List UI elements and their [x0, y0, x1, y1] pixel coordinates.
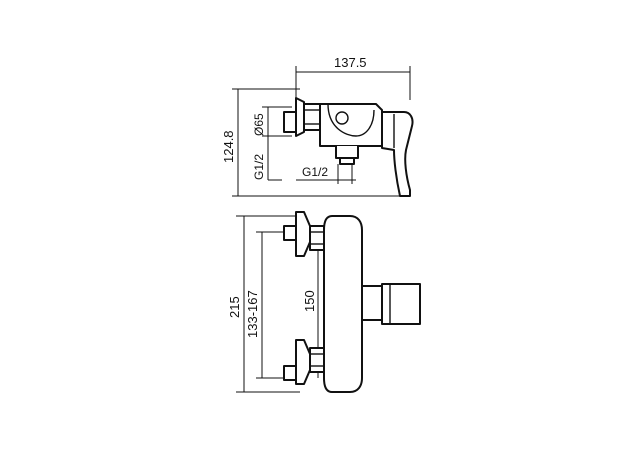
dim-overall-length: 215 — [227, 296, 242, 318]
dim-width-total: 137.5 — [334, 55, 367, 70]
dim-centre-range: 133-167 — [245, 290, 260, 338]
side-view — [232, 66, 414, 197]
dim-centre-distance: 150 — [302, 290, 317, 312]
dim-flange-diameter: Ø65 — [252, 113, 266, 136]
front-view — [236, 211, 421, 393]
dim-outlet-thread: G1/2 — [302, 165, 328, 179]
dim-inlet-thread: G1/2 — [252, 154, 266, 180]
dim-height-total: 124.8 — [221, 130, 236, 163]
